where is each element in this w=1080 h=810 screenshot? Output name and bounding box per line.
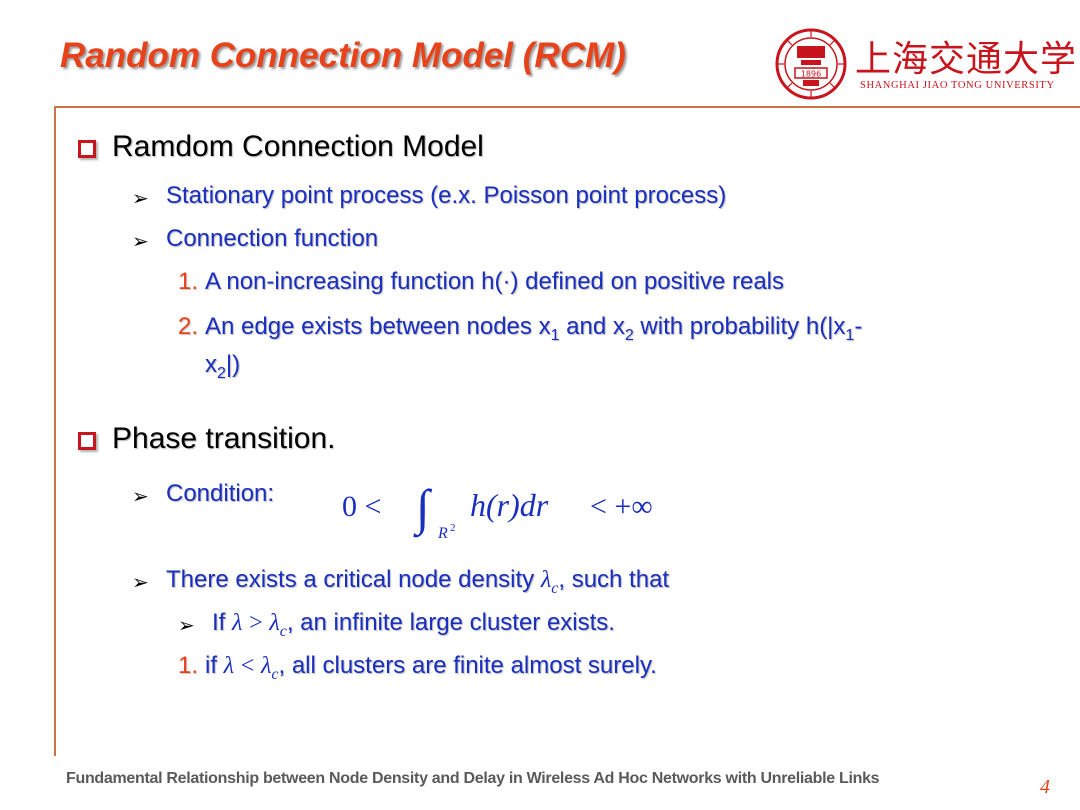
list-number: 1.	[178, 652, 199, 679]
section-heading-phase-transition: Phase transition.	[112, 422, 336, 455]
integral-domain: R	[437, 525, 448, 542]
numbered-item-nonincreasing: A non-increasing function h(·) defined o…	[205, 268, 784, 295]
integral-condition-formula: 0 < ∫ R 2 h(r)dr < +∞	[342, 480, 653, 542]
logo-chinese-text: 上海交通大学	[855, 39, 1078, 80]
square-bullet-icon	[78, 432, 96, 450]
square-bullet-icon	[78, 140, 96, 158]
list-number: 2.	[178, 313, 199, 340]
formula-left: 0 <	[342, 490, 381, 523]
condition-label: Condition:	[166, 480, 275, 507]
arrow-bullet-icon: ➢	[132, 186, 149, 210]
header-divider	[54, 106, 1080, 108]
numbered-item-edge-probability-cont: x2|)	[205, 351, 241, 382]
formula-integrand: h(r)dr	[470, 487, 549, 523]
page-number: 4	[1040, 776, 1050, 798]
numbered-item-edge-probability: An edge exists between nodes x1 and x2 w…	[205, 313, 863, 344]
bullet-connection-function: Connection function	[166, 225, 379, 252]
arrow-bullet-icon: ➢	[132, 229, 149, 253]
logo-english-text: SHANGHAI JIAO TONG UNIVERSITY	[860, 80, 1055, 91]
bullet-critical-density: There exists a critical node density λc,…	[166, 566, 670, 597]
slide-footer: Fundamental Relationship between Node De…	[66, 770, 880, 787]
left-divider	[54, 106, 56, 756]
seal-year: 1896	[801, 70, 821, 79]
slide-title: Random Connection Model (RCM)	[60, 36, 626, 75]
formula-right: < +∞	[590, 490, 653, 523]
numbered-item-subcritical: if λ < λc, all clusters are finite almos…	[205, 652, 657, 683]
arrow-bullet-icon: ➢	[132, 484, 149, 508]
university-logo: 1896 上海交通大学 SHANGHAI JIAO TONG UNIVERSIT…	[775, 24, 1076, 104]
integral-domain-exp: 2	[450, 522, 456, 534]
arrow-bullet-icon: ➢	[178, 613, 195, 637]
list-number: 1.	[178, 268, 199, 295]
university-seal-icon: 1896	[775, 28, 847, 100]
svg-text:∫: ∫	[413, 480, 433, 538]
section-heading-rcm: Ramdom Connection Model	[112, 130, 484, 163]
bullet-supercritical: If λ > λc, an infinite large cluster exi…	[212, 609, 615, 640]
arrow-bullet-icon: ➢	[132, 570, 149, 594]
bullet-stationary-process: Stationary point process (e.x. Poisson p…	[166, 182, 727, 209]
